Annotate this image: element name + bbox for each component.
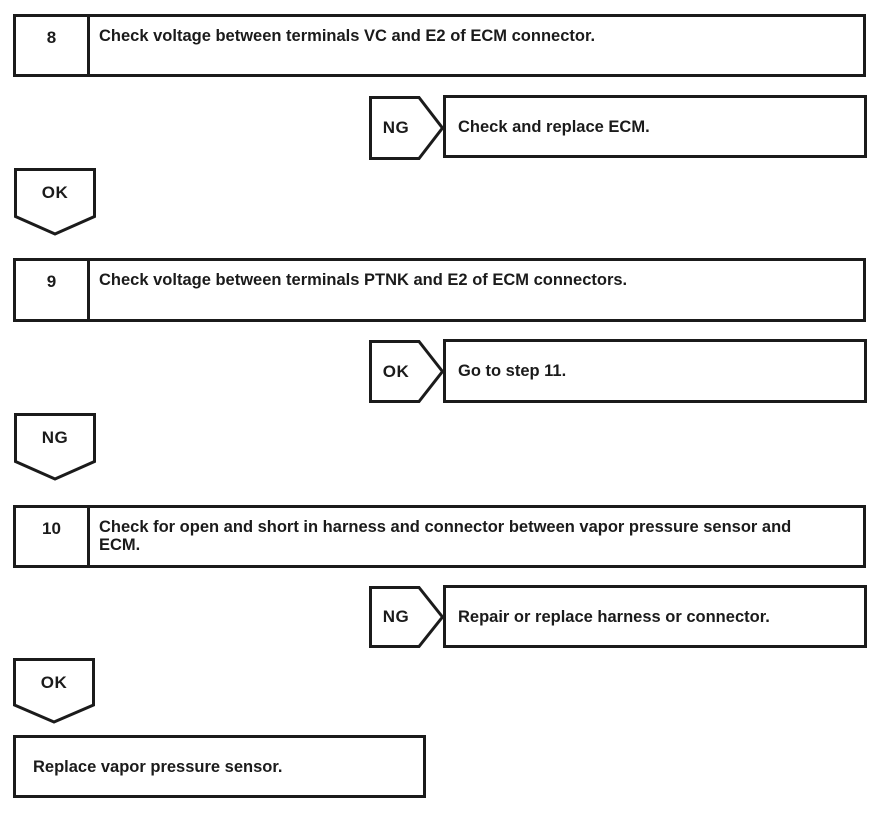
step-box-8: 8 Check voltage between terminals VC and… xyxy=(13,14,866,77)
step-description-wrap: Check for open and short in harness and … xyxy=(90,508,824,565)
pentagon-arrow-right-icon xyxy=(369,586,444,648)
pentagon-arrow-right-icon xyxy=(369,96,444,160)
pentagon-arrow-down-icon xyxy=(13,658,95,724)
verdict-label: NG xyxy=(41,428,69,447)
flow-connector-ok-3: OK xyxy=(13,658,95,724)
pentagon-arrow-right-icon xyxy=(369,340,444,403)
step-description: Check voltage between terminals PTNK and… xyxy=(99,271,628,289)
final-action-box: Replace vapor pressure sensor. xyxy=(13,735,426,798)
final-action-text: Replace vapor pressure sensor. xyxy=(33,757,283,776)
flow-connector-ng-2: NG xyxy=(14,413,96,481)
action-box-3: Repair or replace harness or connector. xyxy=(443,585,867,648)
step-description-wrap: Check voltage between terminals PTNK and… xyxy=(90,261,637,319)
pentagon-arrow-down-icon xyxy=(14,168,96,236)
action-text: Go to step 11. xyxy=(458,362,567,380)
flow-connector-ok-1: OK xyxy=(14,168,96,236)
step-box-9: 9 Check voltage between terminals PTNK a… xyxy=(13,258,866,322)
pentagon-arrow-down-icon xyxy=(14,413,96,481)
verdict-arrow-ng-1: NG xyxy=(369,96,444,160)
verdict-arrow-ng-3: NG xyxy=(369,586,444,648)
action-box-2: Go to step 11. xyxy=(443,339,867,403)
verdict-label: OK xyxy=(382,361,410,381)
action-text: Check and replace ECM. xyxy=(458,117,650,136)
step-number: 10 xyxy=(16,508,90,565)
step-description: Check voltage between terminals VC and E… xyxy=(99,27,596,45)
step-description-wrap: Check voltage between terminals VC and E… xyxy=(90,17,605,74)
action-box-1: Check and replace ECM. xyxy=(443,95,867,158)
action-text: Repair or replace harness or connector. xyxy=(458,607,770,626)
verdict-label: OK xyxy=(41,183,69,202)
verdict-arrow-ok-2: OK xyxy=(369,340,444,403)
verdict-label: OK xyxy=(40,673,68,692)
step-number: 8 xyxy=(16,17,90,74)
step-description: Check for open and short in harness and … xyxy=(99,518,792,554)
step-box-10: 10 Check for open and short in harness a… xyxy=(13,505,866,568)
step-number: 9 xyxy=(16,261,90,319)
verdict-label: NG xyxy=(382,607,410,626)
verdict-label: NG xyxy=(382,118,410,137)
